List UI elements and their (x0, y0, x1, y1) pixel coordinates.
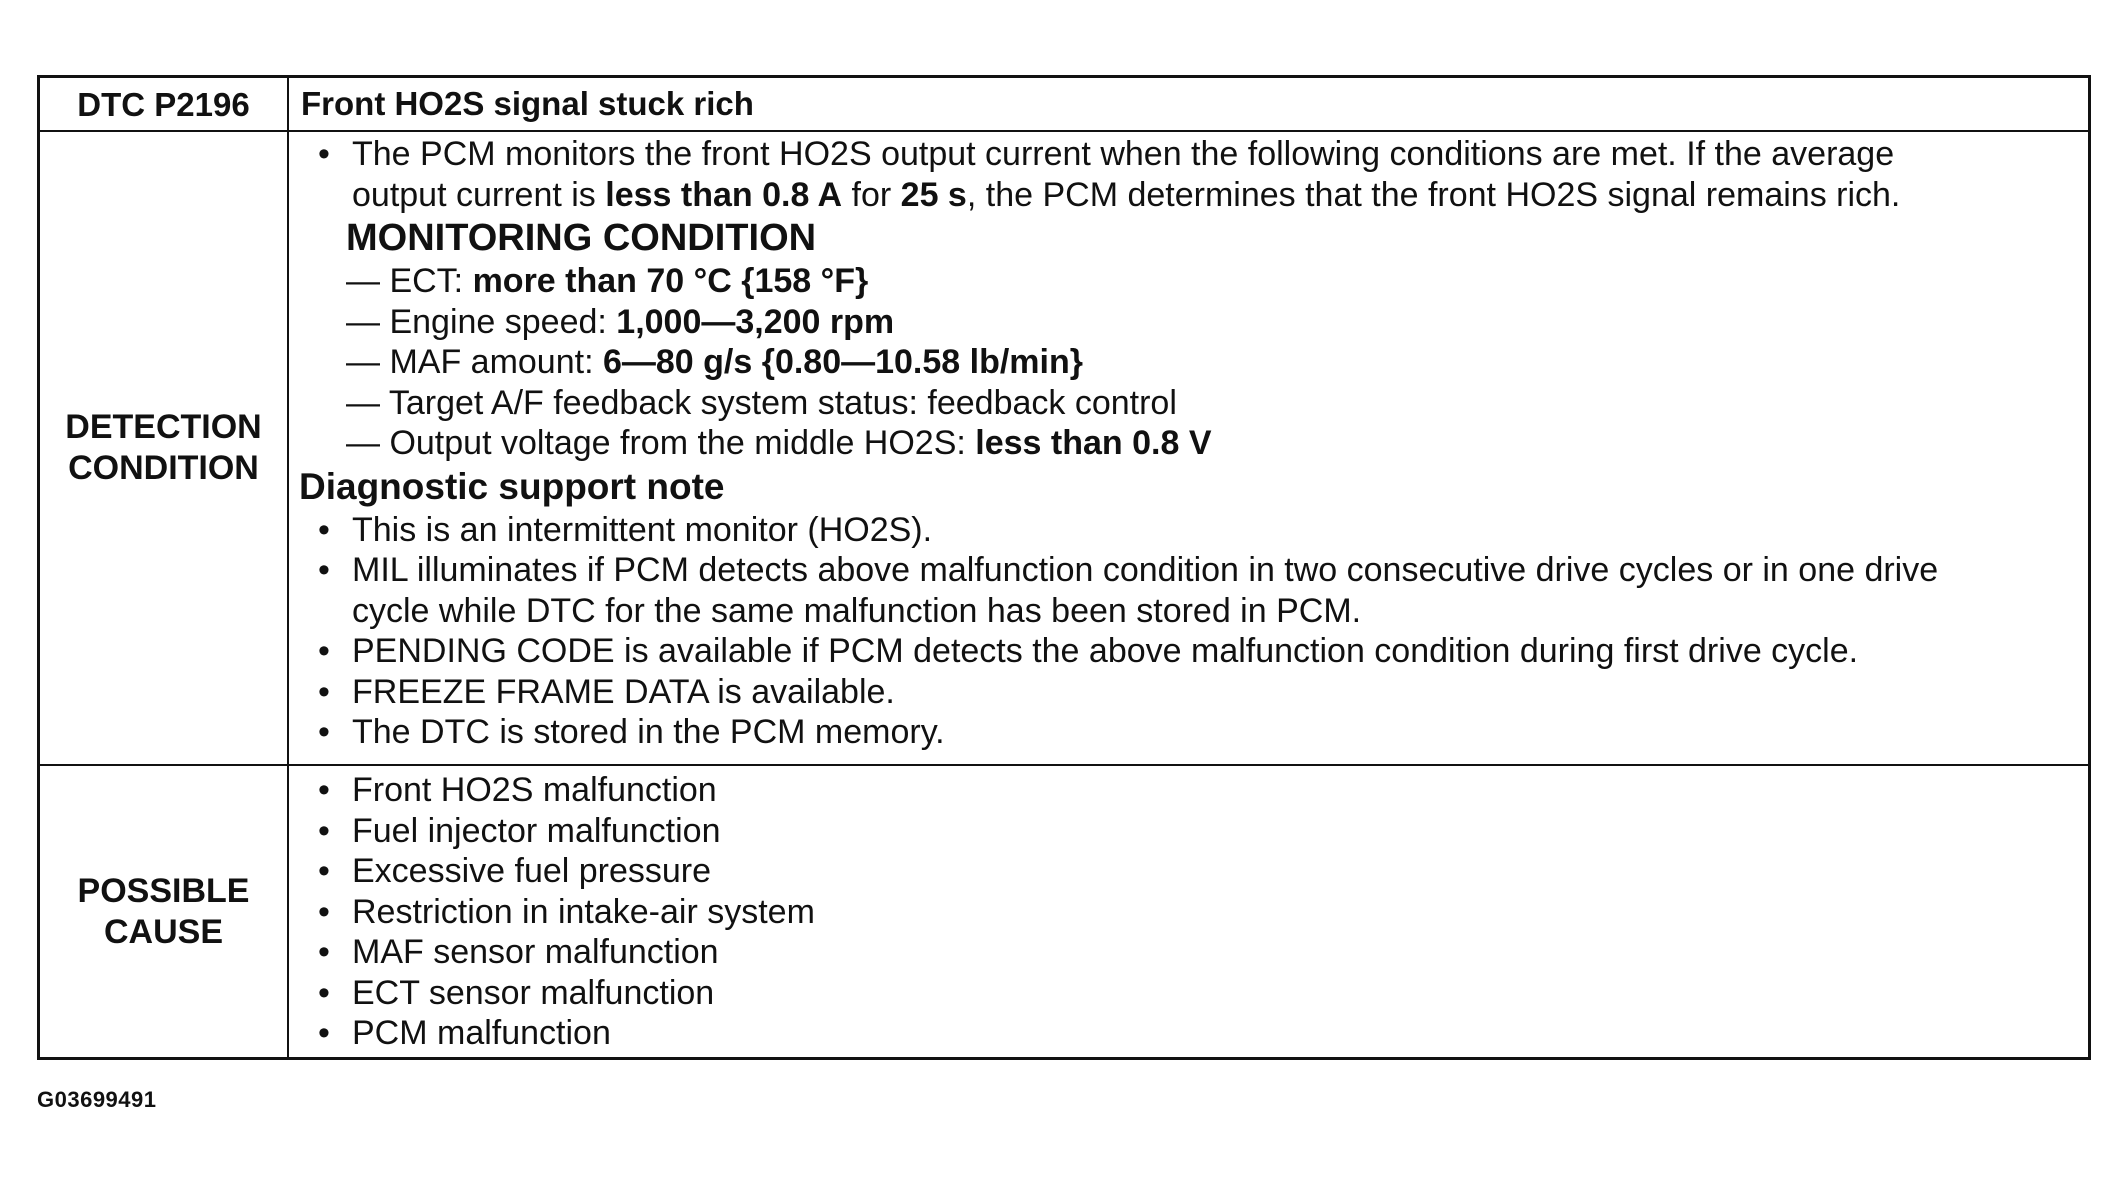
condition-item: — Target A/F feedback system status: fee… (299, 383, 2088, 424)
possible-cause-label: POSSIBLE CAUSE (78, 871, 250, 953)
intro-text-1: The PCM monitors the front HO2S output c… (352, 135, 1895, 173)
list-item: • Front HO2S malfunction (299, 770, 2088, 811)
list-item: • Fuel injector malfunction (299, 811, 2088, 852)
condition-label: — Output voltage from the middle HO2S: (346, 424, 976, 462)
condition-item: — ECT: more than 70 °C {158 °F} (299, 261, 2088, 302)
condition-value: 6—80 g/s {0.80—10.58 lb/min} (602, 343, 1083, 381)
condition-value: 1,000—3,200 rpm (616, 302, 895, 341)
dtc-table: DTC P2196 Front HO2S signal stuck rich D… (37, 75, 2091, 1060)
detection-label-line1: DETECTION (65, 408, 262, 446)
bullet-icon: • (318, 632, 330, 670)
list-item: • PCM malfunction (299, 1013, 2088, 1054)
detection-condition-label-cell: DETECTION CONDITION (40, 132, 289, 766)
intro-paragraph: • The PCM monitors the front HO2S output… (299, 134, 2088, 175)
bullet-icon: • (318, 771, 330, 809)
monitoring-condition-heading: MONITORING CONDITION (346, 217, 817, 259)
note-text: FREEZE FRAME DATA is available. (352, 672, 895, 711)
bullet-icon: • (318, 672, 330, 711)
list-item: • MAF sensor malfunction (299, 932, 2088, 973)
condition-label: — ECT: (346, 262, 473, 300)
cause-text: ECT sensor malfunction (352, 973, 715, 1012)
condition-label: — Engine speed: (346, 302, 617, 341)
bullet-icon: • (318, 811, 330, 850)
possible-cause-content: • Front HO2S malfunction • Fuel injector m… (289, 766, 2088, 1057)
list-item: • FREEZE FRAME DATA is available. (299, 672, 2088, 713)
cause-text: PCM malfunction (352, 1014, 611, 1052)
intro-threshold: less than 0.8 A (605, 175, 843, 214)
note-text: The DTC is stored in the PCM memory. (352, 713, 945, 751)
condition-label: — MAF amount: (346, 343, 603, 381)
possible-cause-label-cell: POSSIBLE CAUSE (40, 766, 289, 1057)
intro-duration: 25 s (900, 175, 967, 214)
cause-text: Restriction in intake-air system (352, 892, 815, 931)
note-text: PENDING CODE is available if PCM detects… (352, 632, 1859, 670)
cause-label-line2: CAUSE (103, 912, 224, 951)
bullet-icon: • (318, 135, 330, 173)
bullet-icon: • (318, 852, 330, 890)
diagnostic-support-heading: Diagnostic support note (299, 465, 725, 507)
dtc-code-cell: DTC P2196 (40, 78, 289, 132)
dtc-code: DTC P2196 (77, 85, 250, 123)
cause-text: MAF sensor malfunction (352, 933, 719, 971)
list-item: • PENDING CODE is available if PCM detect… (299, 631, 2088, 672)
condition-item: — Engine speed: 1,000—3,200 rpm (299, 302, 2088, 343)
list-item: • The DTC is stored in the PCM memory. (299, 712, 2088, 753)
list-item: • ECT sensor malfunction (299, 973, 2088, 1014)
condition-value: more than 70 °C {158 °F} (472, 262, 869, 300)
note-text: MIL illuminates if PCM detects above mal… (352, 551, 1939, 589)
cause-text: Fuel injector malfunction (352, 811, 721, 850)
list-item: • This is an intermittent monitor (HO2S). (299, 510, 2088, 551)
list-item: • Excessive fuel pressure (299, 851, 2088, 892)
bullet-icon: • (318, 933, 330, 971)
dtc-title: Front HO2S signal stuck rich (301, 85, 754, 122)
cause-text: Excessive fuel pressure (352, 852, 712, 890)
cause-text: Front HO2S malfunction (352, 771, 717, 809)
cause-label-line1: POSSIBLE (77, 871, 250, 910)
monitoring-condition-list: — ECT: more than 70 °C {158 °F} — Engine… (299, 261, 2088, 464)
detection-label-line2: CONDITION (68, 449, 259, 487)
intro-continuation: output current is less than 0.8 A for 25… (299, 175, 2088, 216)
support-note-list: • This is an intermittent monitor (HO2S).… (299, 510, 2088, 753)
figure-code: G03699491 (37, 1087, 157, 1112)
bullet-icon: • (318, 1014, 330, 1052)
note-text: cycle while DTC for the same malfunction… (352, 591, 1362, 630)
bullet-icon: • (318, 551, 330, 589)
list-item: • Restriction in intake-air system (299, 892, 2088, 933)
detection-condition-label: DETECTION CONDITION (65, 407, 261, 489)
bullet-icon: • (318, 973, 330, 1012)
bullet-icon: • (318, 713, 330, 751)
intro-text-3: for (842, 175, 901, 214)
dtc-title-cell: Front HO2S signal stuck rich (289, 78, 2088, 132)
intro-text-2: output current is (352, 175, 606, 214)
condition-value: less than 0.8 V (975, 424, 1212, 462)
condition-label: — Target A/F feedback system status: fee… (346, 383, 1177, 422)
bullet-icon: • (318, 892, 330, 931)
list-item-continuation: cycle while DTC for the same malfunction… (299, 591, 2088, 632)
note-text: This is an intermittent monitor (HO2S). (352, 510, 933, 549)
list-item: • MIL illuminates if PCM detects above ma… (299, 550, 2088, 591)
intro-text-4: , the PCM determines that the front HO2S… (966, 175, 1901, 214)
bullet-icon: • (318, 510, 330, 549)
condition-item: — Output voltage from the middle HO2S: l… (299, 423, 2088, 464)
condition-item: — MAF amount: 6—80 g/s {0.80—10.58 lb/mi… (299, 342, 2088, 383)
detection-condition-content: • The PCM monitors the front HO2S output… (289, 132, 2088, 766)
